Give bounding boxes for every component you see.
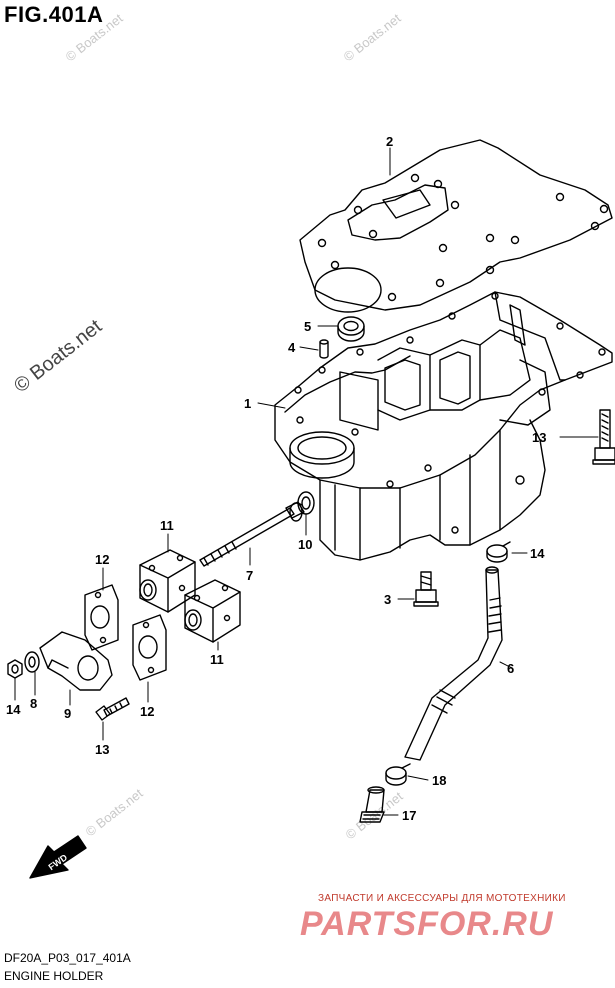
callout-3: 3 <box>384 592 391 607</box>
callout-7: 7 <box>246 568 253 583</box>
callout-10: 10 <box>298 537 312 552</box>
callout-6: 6 <box>507 661 514 676</box>
clip-part-18 <box>385 763 411 786</box>
block-part-11-upper <box>139 549 196 613</box>
callout-17: 17 <box>402 808 416 823</box>
gasket-part-12-upper <box>84 584 119 651</box>
figure-caption: ENGINE HOLDER <box>4 969 104 983</box>
callout-1: 1 <box>244 396 251 411</box>
callout-2: 2 <box>386 134 393 149</box>
oring-part-10 <box>297 491 315 515</box>
publisher-logo: PARTSFOR.RU <box>300 905 554 943</box>
callout-12: 12 <box>95 552 109 567</box>
block-part-11-lower <box>184 579 241 643</box>
callout-11: 11 <box>210 652 224 667</box>
bolt-part-15 <box>592 409 615 465</box>
seal-part-5 <box>337 316 365 342</box>
publisher-tagline: ЗАПЧАСТИ И АКСЕССУАРЫ ДЛЯ МОТОТЕХНИКИ <box>318 893 566 904</box>
callout-11: 11 <box>160 518 174 533</box>
fitting-part-17 <box>359 786 385 823</box>
callout-15: 13 <box>532 430 546 445</box>
callout-14: 14 <box>6 702 21 717</box>
callout-13: 13 <box>95 742 109 757</box>
washer-part-8 <box>24 651 40 673</box>
callout-8: 8 <box>30 696 37 711</box>
fwd-arrow-icon <box>29 835 87 879</box>
callout-12: 12 <box>140 704 154 719</box>
callout-18: 18 <box>432 773 446 788</box>
figure-title: FIG.401A <box>4 2 104 27</box>
hose-part-6 <box>404 566 503 761</box>
nut-part-14 <box>7 659 23 679</box>
callout-16: 14 <box>530 546 545 561</box>
callout-9: 9 <box>64 706 71 721</box>
clamp-part-16 <box>486 541 511 563</box>
callout-4: 4 <box>288 340 296 355</box>
long-bolt-part-7 <box>199 501 305 567</box>
gasket-part-2 <box>299 139 613 313</box>
bolt-part-3 <box>413 571 439 607</box>
gasket-part-12-lower <box>132 614 167 681</box>
bracket-part-9 <box>39 631 113 691</box>
dowel-pin-part-4 <box>319 339 329 359</box>
callout-5: 5 <box>304 319 311 334</box>
bolt-part-13 <box>95 697 130 721</box>
engine-holder-part-1 <box>274 291 613 561</box>
figure-code: DF20A_P03_017_401A <box>4 951 131 965</box>
